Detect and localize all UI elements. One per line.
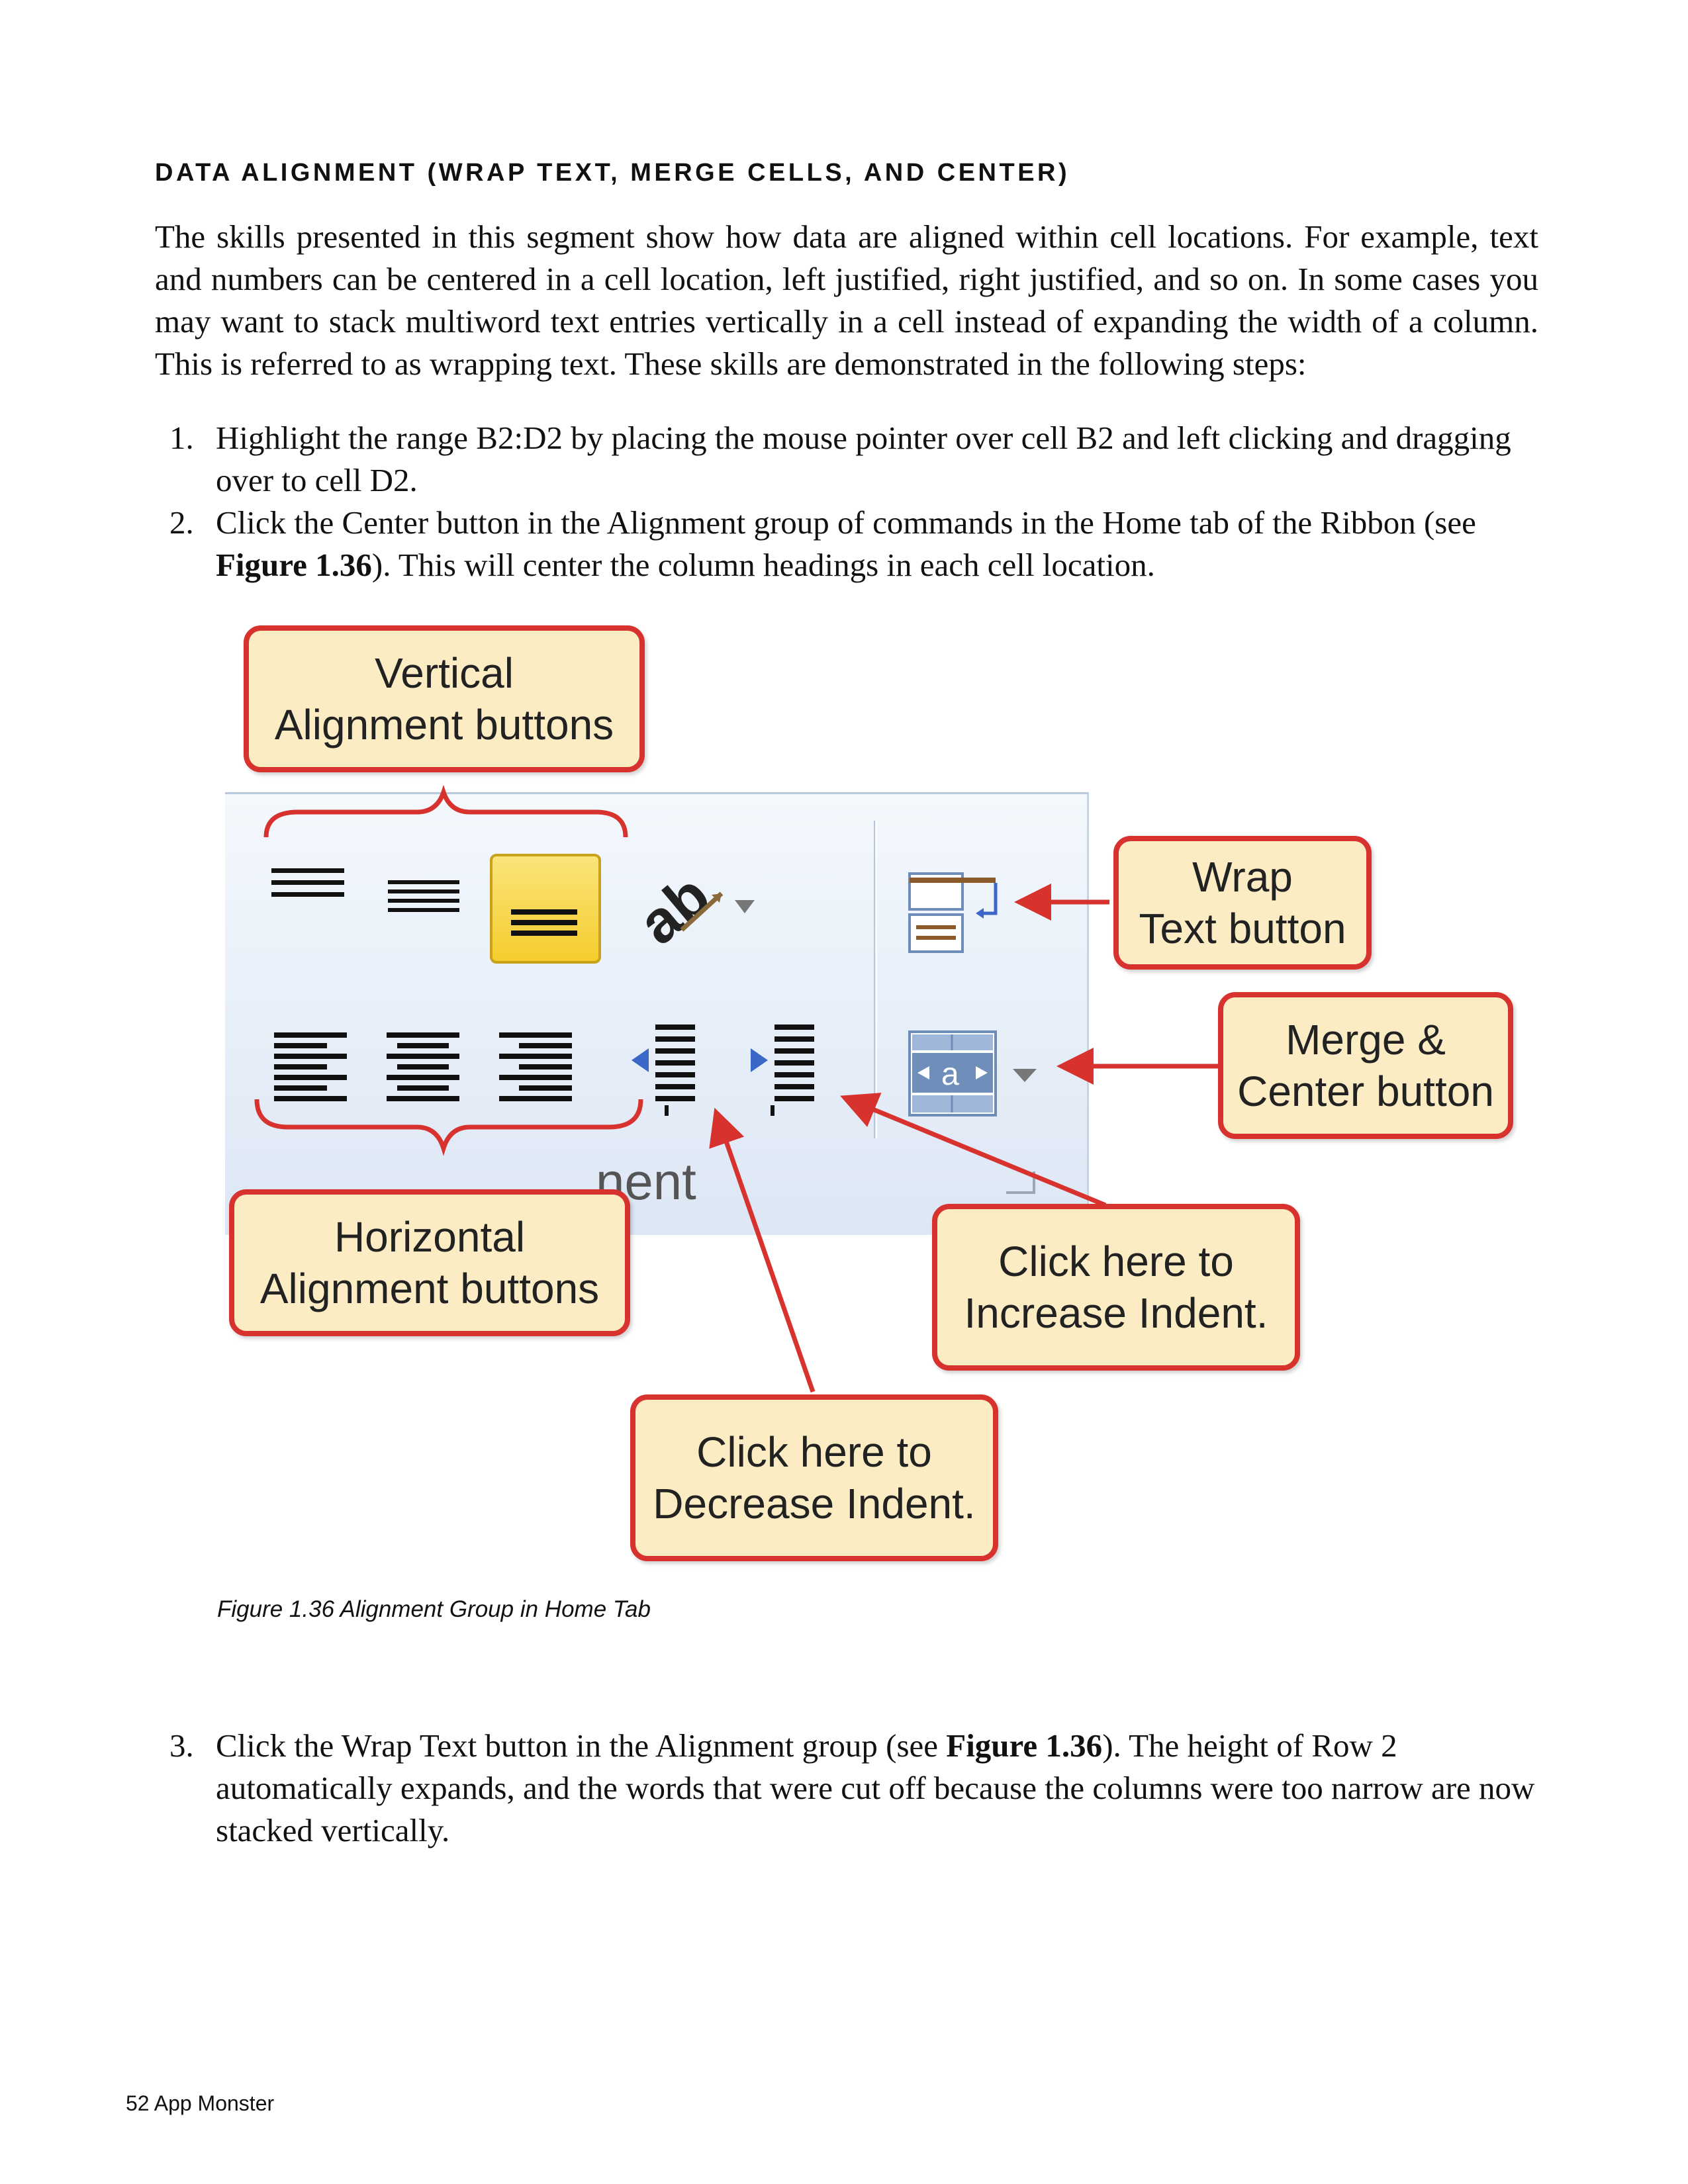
callout-text: Horizontal Alignment buttons [259, 1213, 600, 1312]
callout-text: Click here to Decrease Indent. [653, 1428, 976, 1527]
step-text: Click the Wrap Text button in the Alignm… [216, 1727, 947, 1764]
figure-reference: Figure 1.36 [216, 547, 372, 583]
ribbon-alignment-group: nent ab [225, 792, 1089, 1235]
callout-horizontal-alignment: Horizontal Alignment buttons [229, 1189, 630, 1336]
page-footer: 52 App Monster [126, 2091, 275, 2115]
orientation-button[interactable]: ab [635, 867, 768, 946]
step-1: 1. Highlight the range B2:D2 by placing … [155, 417, 1538, 502]
align-left-button[interactable] [271, 1026, 351, 1112]
ribbon-divider [874, 821, 875, 1138]
callout-text: Merge & Center button [1237, 1016, 1494, 1115]
callout-vertical-alignment: Vertical Alignment buttons [244, 625, 645, 772]
chevron-down-icon [735, 900, 755, 913]
wrap-arrow-icon [980, 883, 998, 915]
step-number: 1. [169, 420, 194, 456]
step-text: Highlight the range B2:D2 by placing the… [216, 420, 1511, 498]
bottom-align-icon [511, 909, 577, 936]
increase-pointer-arrow [840, 1093, 1107, 1208]
decrease-indent-button[interactable] [629, 1019, 708, 1118]
step-number: 2. [169, 504, 194, 541]
callout-wrap-text: Wrap Text button [1113, 836, 1372, 970]
decrease-pointer-arrow [709, 1107, 816, 1393]
arrow-right-icon [751, 1048, 768, 1072]
align-right-button[interactable] [496, 1026, 576, 1112]
callout-text: Vertical Alignment buttons [274, 649, 614, 749]
merge-icon-letter: a [941, 1057, 959, 1092]
alignment-group-figure: nent ab [225, 625, 1523, 1565]
merge-center-button[interactable]: a [907, 1029, 1046, 1122]
callout-increase-indent: Click here to Increase Indent. [932, 1204, 1300, 1371]
callout-text: Click here to Increase Indent. [964, 1238, 1268, 1337]
center-button[interactable] [384, 1026, 463, 1112]
step-2: 2. Click the Center button in the Alignm… [155, 502, 1538, 586]
step-3: 3. Click the Wrap Text button in the Ali… [155, 1725, 1538, 1852]
figure-caption: Figure 1.36 Alignment Group in Home Tab [217, 1596, 651, 1622]
figure-reference: Figure 1.36 [946, 1727, 1103, 1764]
annotation-overlay [254, 784, 1218, 1393]
top-align-button[interactable] [265, 860, 351, 920]
increase-indent-button[interactable] [748, 1019, 827, 1118]
steps-list-bottom: 3. Click the Wrap Text button in the Ali… [155, 1725, 1538, 1852]
horizontal-brace [254, 1099, 643, 1156]
ribbon-divider-highlight [876, 821, 877, 1138]
step-number: 3. [169, 1727, 194, 1764]
vertical-brace [263, 784, 628, 838]
step-text: ). The height of Row 2 automatically exp… [216, 1727, 1535, 1848]
intro-paragraph: The skills presented in this segment sho… [155, 218, 1538, 382]
steps-list-top: 1. Highlight the range B2:D2 by placing … [155, 417, 1538, 586]
bottom-align-button[interactable] [490, 854, 601, 964]
callout-merge-center: Merge & Center button [1218, 992, 1513, 1139]
chevron-down-icon[interactable] [1013, 1069, 1037, 1082]
callout-decrease-indent: Click here to Decrease Indent. [630, 1394, 998, 1561]
wrap-text-button[interactable] [907, 867, 1013, 960]
section-heading: DATA ALIGNMENT (WRAP TEXT, MERGE CELLS, … [155, 159, 1070, 187]
arrow-left-icon [632, 1048, 649, 1072]
dialog-launcher-icon[interactable] [1006, 1171, 1035, 1194]
step-text: ). This will center the column headings … [371, 547, 1155, 583]
middle-align-button[interactable] [384, 867, 463, 927]
callout-text: Wrap Text button [1139, 853, 1346, 952]
step-text: Click the Center button in the Alignment… [216, 504, 1476, 541]
